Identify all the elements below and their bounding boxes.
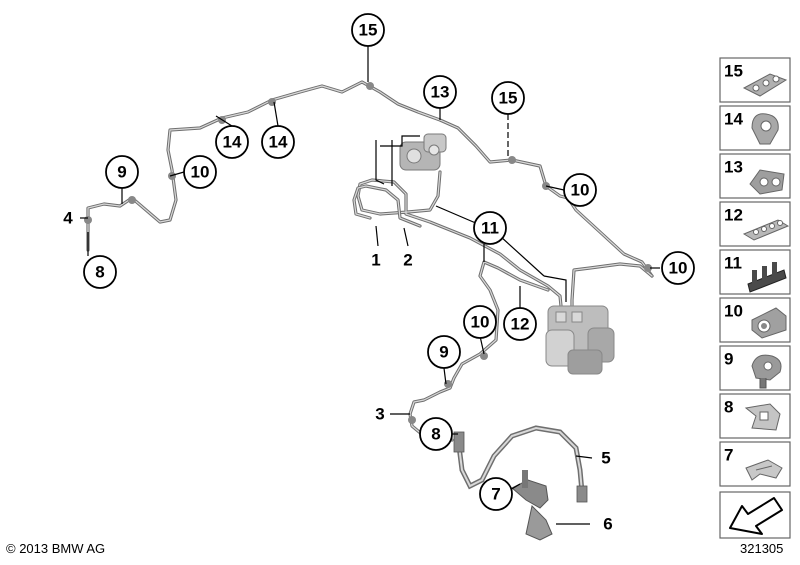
svg-text:7: 7 [724,446,733,465]
sidebar-item-11[interactable]: 11 [719,249,791,295]
diagram-number: 321305 [740,541,783,556]
spring-clip-icon [744,403,781,431]
callout-10-left[interactable]: 10 [183,155,217,189]
svg-text:15: 15 [499,89,518,108]
svg-text:8: 8 [724,398,733,417]
callout-13[interactable]: 13 [423,75,457,109]
callout-8-lower[interactable]: 8 [419,417,453,451]
callout-11[interactable]: 11 [473,211,507,245]
sidebar-item-9[interactable]: 9 [719,345,791,391]
callout-8-left[interactable]: 8 [83,255,117,289]
callout-12[interactable]: 12 [503,307,537,341]
retaining-clip-icon [745,459,783,481]
svg-text:11: 11 [724,254,742,273]
callout-9-lower[interactable]: 9 [427,335,461,369]
sidebar-item-12[interactable]: 12 [719,201,791,247]
distribution-block [399,133,447,171]
sidebar-item-15[interactable]: 15 [719,57,791,103]
svg-text:13: 13 [431,83,450,102]
callout-9-upper[interactable]: 9 [105,155,139,189]
callout-10-far-right[interactable]: 10 [661,251,695,285]
arrow-down-left-icon [729,497,783,535]
label-5[interactable]: 5 [601,449,610,468]
double-clip-icon [749,169,785,195]
pipe-bundle-2 [352,184,422,228]
sidebar-item-7[interactable]: 7 [719,441,791,487]
sidebar-item-10[interactable]: 10 [719,297,791,343]
svg-text:12: 12 [511,315,530,334]
svg-text:13: 13 [724,158,743,177]
pipe-clamp-icon [751,307,787,339]
svg-text:10: 10 [571,181,590,200]
svg-text:8: 8 [95,263,104,282]
parts-sidebar: 15 14 13 [719,57,791,539]
pipe-clip-icon [751,113,779,145]
pipe-clips [84,82,652,424]
label-4[interactable]: 4 [63,209,73,228]
callout-14-right[interactable]: 14 [261,125,295,159]
brake-line-clip-icon [742,73,788,97]
svg-text:14: 14 [269,133,288,152]
svg-text:7: 7 [491,485,500,504]
sidebar-item-14[interactable]: 14 [719,105,791,151]
callout-7[interactable]: 7 [479,477,513,511]
sidebar-item-13[interactable]: 13 [719,153,791,199]
svg-text:10: 10 [724,302,743,321]
svg-text:10: 10 [471,313,490,332]
comb-holder-icon [747,262,787,293]
callout-10-upper-right[interactable]: 10 [563,173,597,207]
brake-pipes [86,80,654,503]
callout-14-left[interactable]: 14 [215,125,249,159]
svg-text:8: 8 [431,425,440,444]
callout-15-top[interactable]: 15 [351,13,385,47]
copyright-text: © 2013 BMW AG [6,541,105,556]
svg-text:9: 9 [117,163,126,182]
leader-lines [80,46,660,525]
svg-text:9: 9 [439,343,448,362]
callout-10-middle[interactable]: 10 [463,305,497,339]
sidebar-nav-button[interactable] [719,491,791,539]
svg-text:10: 10 [191,163,210,182]
label-6[interactable]: 6 [603,515,612,534]
label-1[interactable]: 1 [371,251,380,270]
svg-text:10: 10 [669,259,688,278]
callout-15-right[interactable]: 15 [491,81,525,115]
multi-pipe-holder-icon [742,219,790,241]
svg-text:12: 12 [724,206,743,225]
hose-brackets [511,470,553,541]
svg-text:15: 15 [359,21,378,40]
svg-text:14: 14 [724,110,743,129]
svg-text:11: 11 [481,219,499,238]
label-2[interactable]: 2 [403,251,412,270]
svg-text:9: 9 [724,350,733,369]
label-3[interactable]: 3 [375,405,384,424]
sidebar-item-8[interactable]: 8 [719,393,791,439]
bracket-clip-icon [751,354,782,389]
svg-text:14: 14 [223,133,242,152]
svg-text:15: 15 [724,62,743,81]
abs-hydraulic-unit [545,305,615,375]
